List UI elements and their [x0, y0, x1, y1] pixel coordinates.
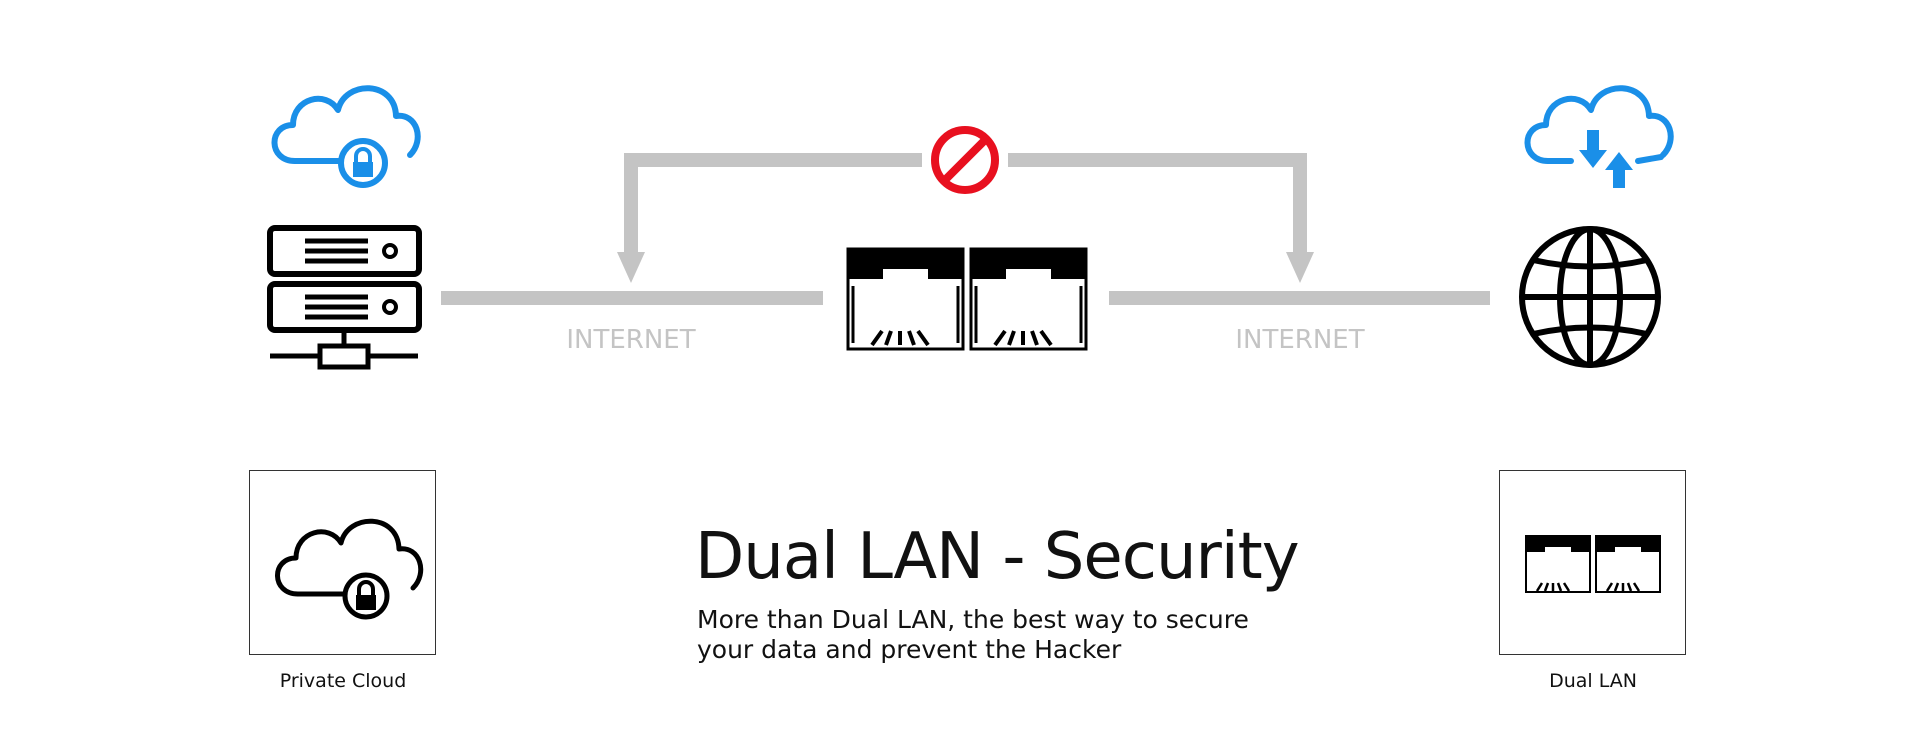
- prohibited-icon: [931, 126, 999, 194]
- private-cloud-caption: Private Cloud: [279, 670, 407, 692]
- right-internet-label: INTERNET: [1235, 325, 1364, 355]
- blocked-path: [624, 153, 922, 258]
- ethernet-ports-icon: [1525, 535, 1661, 593]
- cloud-lock-icon: [275, 518, 424, 620]
- ethernet-ports-icon: [846, 247, 1088, 351]
- page-title: Dual LAN - Security: [695, 520, 1300, 594]
- blocked-path-right: [1008, 153, 1307, 258]
- private-cloud-tile: [249, 470, 436, 655]
- left-internet-label: INTERNET: [566, 325, 695, 355]
- cloud-lock-icon: [271, 85, 421, 188]
- server-icon: [267, 225, 422, 370]
- dual-lan-tile: [1499, 470, 1686, 655]
- left-arrowhead: [617, 252, 645, 283]
- page-description: More than Dual LAN, the best way to secu…: [697, 605, 1249, 664]
- dual-lan-caption: Dual LAN: [1549, 670, 1637, 692]
- cloud-upload-download-icon: [1524, 85, 1674, 188]
- right-arrowhead: [1286, 252, 1314, 283]
- globe-icon: [1519, 226, 1661, 368]
